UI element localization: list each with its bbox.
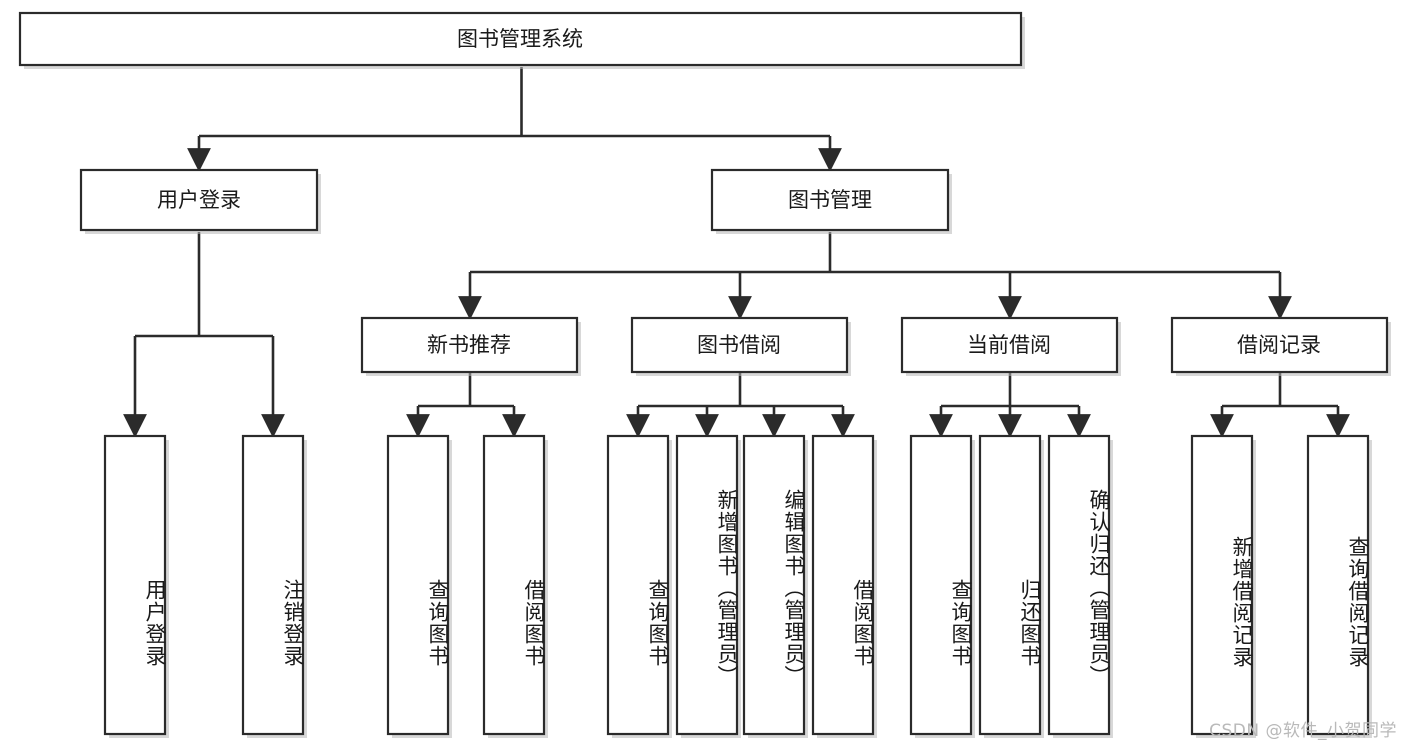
node-root[interactable]: 图书管理系统 xyxy=(18,11,1025,69)
node-book-borrow[interactable]: 图书借阅 xyxy=(630,316,851,376)
node-user-login-label: 用户登录 xyxy=(157,188,241,212)
leaf-node-query-book-2[interactable] xyxy=(606,434,672,738)
node-book-management-label: 图书管理 xyxy=(788,188,872,212)
leaf-node-confirm-return[interactable] xyxy=(1047,434,1113,738)
leaf-node-borrow-book-1[interactable] xyxy=(482,434,548,738)
connector-bookmgmt-to-level2 xyxy=(458,232,1292,320)
node-borrow-record-label: 借阅记录 xyxy=(1237,333,1321,357)
leaf-node-add-book[interactable] xyxy=(675,434,741,738)
leaf-node-edit-book[interactable] xyxy=(742,434,808,738)
leaf-node-query-book-3[interactable] xyxy=(909,434,975,738)
connector-borrowrecord-to-leaves xyxy=(1210,373,1350,438)
node-user-login[interactable]: 用户登录 xyxy=(79,168,321,234)
leaf-node-query-book-1[interactable] xyxy=(386,434,452,738)
connector-currentborrow-to-leaves xyxy=(929,373,1091,438)
node-current-borrow[interactable]: 当前借阅 xyxy=(900,316,1121,376)
node-borrow-record[interactable]: 借阅记录 xyxy=(1170,316,1391,376)
leaf-node-borrow-book-2[interactable] xyxy=(811,434,877,738)
leaf-node-add-record[interactable] xyxy=(1190,434,1256,738)
node-new-book-recommend[interactable]: 新书推荐 xyxy=(360,316,581,376)
connector-userlogin-to-leaves xyxy=(123,232,285,438)
connector-bookborrow-to-leaves xyxy=(626,373,855,438)
connector-root-to-level1 xyxy=(187,67,842,172)
connector-newbook-to-leaves xyxy=(406,373,526,438)
leaf-node-return-book[interactable] xyxy=(978,434,1044,738)
leaf-node-query-record[interactable] xyxy=(1306,434,1372,738)
leaf-node-user-login[interactable] xyxy=(103,434,169,738)
node-book-management[interactable]: 图书管理 xyxy=(710,168,952,234)
node-current-borrow-label: 当前借阅 xyxy=(967,333,1051,357)
node-book-borrow-label: 图书借阅 xyxy=(697,333,781,357)
leaf-node-logout[interactable] xyxy=(241,434,307,738)
node-root-label: 图书管理系统 xyxy=(457,27,583,51)
node-new-book-recommend-label: 新书推荐 xyxy=(427,333,511,357)
csdn-watermark: CSDN @软件_小贺同学 xyxy=(1209,721,1397,741)
